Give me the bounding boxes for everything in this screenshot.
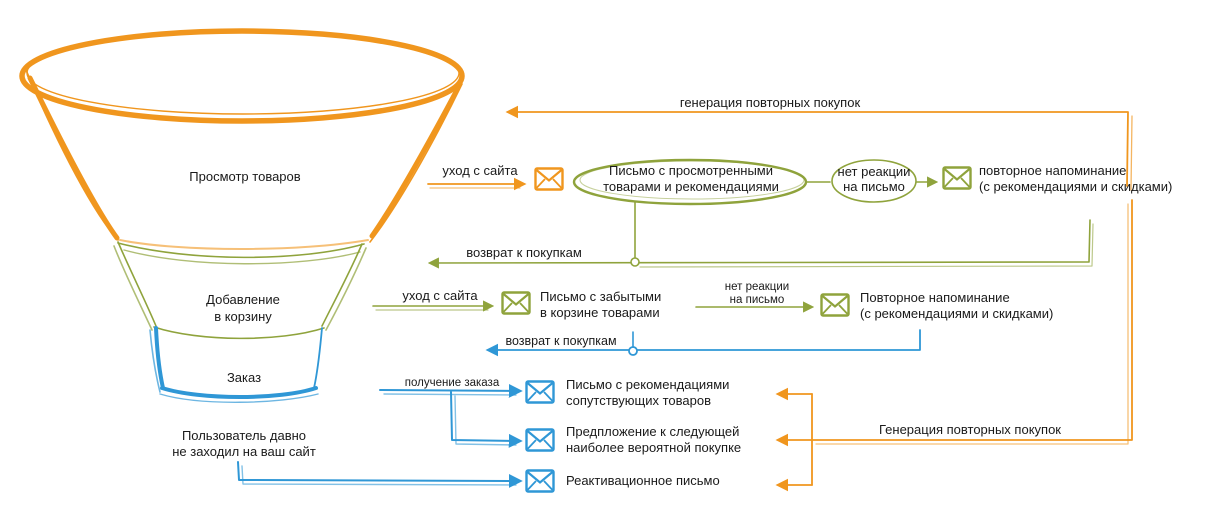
row3-email1-label-line1: Письмо с рекомендациями — [566, 377, 729, 392]
row3-email1-label-line2: сопутствующих товаров — [566, 393, 711, 408]
row1-email-label-line2: товарами и рекомендациями — [603, 179, 779, 194]
funnel-stage-order — [149, 326, 323, 403]
inactive-user-label-line1: Пользователь давно — [182, 428, 306, 443]
envelope-icon — [525, 380, 555, 404]
row3-arrows — [237, 383, 523, 488]
stage-browsing-label: Просмотр товаров — [189, 169, 300, 184]
row1-email-label-line1: Письмо с просмотренными — [609, 163, 773, 178]
row2-arrows — [372, 300, 921, 357]
row3-email2-label-line1: Предпложение к следующей — [566, 424, 739, 439]
envelope-icon — [820, 293, 850, 317]
row2-no-reaction-line2: на письмо — [730, 294, 785, 306]
row2-email-label-line1: Письмо с забытыми — [540, 289, 661, 304]
row2-reminder-line1: Повторное напоминание — [860, 290, 1010, 305]
row1-arrows — [427, 176, 1094, 269]
row2-email-label-line2: в корзине товарами — [540, 305, 660, 320]
row3-email3-label: Реактивационное письмо — [566, 473, 720, 488]
row2-return-label: возврат к покупкам — [505, 334, 616, 348]
row1-return-label: возврат к покупкам — [466, 245, 582, 260]
row1-trigger-label: уход с сайта — [442, 163, 518, 178]
funnel — [19, 28, 465, 403]
envelope-icon — [501, 291, 531, 315]
bottom-repeat-loop-label: Генерация повторных покупок — [879, 422, 1061, 437]
row1-reminder-line2: (с рекомендациями и скидками) — [979, 179, 1172, 194]
stage-cart-label-line1: Добавление — [206, 292, 280, 307]
row1-email-outline — [572, 158, 808, 206]
envelope-icon — [534, 167, 564, 191]
envelope-icon — [525, 428, 555, 452]
row2-trigger-label: уход с сайта — [402, 288, 478, 303]
stage-order-label: Заказ — [227, 370, 261, 385]
row2-no-reaction-line1: нет реакции — [725, 281, 789, 293]
envelope-icon — [942, 166, 972, 190]
row3-email2-label-line2: наиболее вероятной покупке — [566, 440, 741, 455]
row1-reminder-line1: повторное напоминание — [979, 163, 1126, 178]
funnel-stage-cart — [113, 241, 367, 340]
stage-cart-label-line2: в корзину — [214, 309, 272, 324]
funnel-stage-browsing — [19, 28, 465, 250]
bottom-repeat-loop — [775, 199, 1133, 492]
inactive-user-label-line2: не заходил на ваш сайт — [172, 444, 316, 459]
row2-reminder-line2: (с рекомендациями и скидками) — [860, 306, 1053, 321]
row1-no-reaction-line1: нет реакции — [838, 164, 911, 179]
row3-trigger-label: получение заказа — [405, 377, 500, 389]
top-repeat-loop — [505, 105, 1133, 191]
top-repeat-loop-label: генерация повторных покупок — [680, 95, 861, 110]
envelope-icon — [525, 469, 555, 493]
row1-no-reaction-outline — [831, 159, 917, 203]
row1-no-reaction-line2: на письмо — [843, 179, 905, 194]
